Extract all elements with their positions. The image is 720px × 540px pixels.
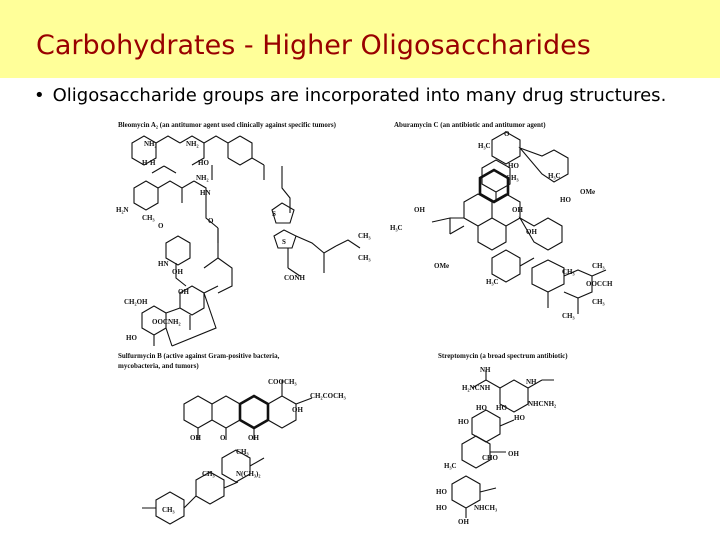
label: O [158, 222, 164, 230]
label: NH [480, 366, 491, 374]
label: H [150, 159, 156, 167]
label: N(CH₃)₂ [236, 470, 260, 478]
caption-sulfurmycin-2: mycobacteria, and tumors) [118, 362, 199, 370]
label: H₃C [478, 142, 491, 150]
label: OH [526, 228, 537, 236]
label: HO [436, 488, 447, 496]
label: H₂NCNH [462, 384, 491, 392]
label: CH₃ [592, 262, 605, 270]
label: OMe [580, 188, 595, 196]
label: HO [508, 162, 519, 170]
label: NH [526, 378, 537, 386]
label: CH₃ [592, 298, 605, 306]
caption-sulfurmycin-1: Sulfurmycin B (active against Gram-posit… [118, 352, 280, 360]
label: NHCH₃ [474, 504, 497, 512]
caption-aburamycin: Aburamycin C (an antibiotic and antitumo… [394, 121, 546, 129]
label: HO [560, 196, 571, 204]
label: HO [514, 414, 525, 422]
drug-structures-figure: Bleomycin A₂ (an antitumor agent used cl… [112, 118, 682, 540]
slide-title: Carbohydrates - Higher Oligosaccharides [36, 30, 591, 61]
label: CH₂OH [124, 298, 148, 306]
label: CH₃ [358, 232, 371, 240]
label: CONH [284, 274, 306, 282]
label: OOCNH₂ [152, 318, 181, 326]
label: OMe [434, 262, 449, 270]
label: S [282, 238, 286, 246]
label: OH [172, 268, 183, 276]
label: H [142, 159, 148, 167]
label: H₂N [116, 206, 129, 214]
label: HO [496, 404, 507, 412]
label: OOCCH [586, 280, 613, 288]
label: CH₃ [236, 448, 249, 456]
caption-streptomycin: Streptomycin (a broad spectrum antibioti… [438, 352, 568, 360]
label: NH₂ [196, 174, 209, 182]
label: O [220, 434, 226, 442]
label: CH₃ [142, 214, 155, 222]
label: H₃C [548, 172, 561, 180]
label: CH₃ [562, 268, 575, 276]
label: HN [200, 189, 211, 197]
label: H₃C [444, 462, 457, 470]
label: OH [508, 450, 519, 458]
label: CH₃ [162, 506, 175, 514]
label: NHCNH₂ [528, 400, 556, 408]
label: OH [248, 434, 259, 442]
label: NH₂ [144, 140, 157, 148]
label: HO [198, 159, 209, 167]
label: S [272, 210, 276, 218]
label: H₃C [390, 224, 403, 232]
aburamycin-structure [431, 131, 607, 314]
sulfurmycin-structure [142, 380, 313, 525]
label: NH₂ [186, 140, 199, 148]
label: OH [190, 434, 201, 442]
label: OH [292, 406, 303, 414]
label: HO [458, 418, 469, 426]
label: OH [178, 288, 189, 296]
label: COOCH₃ [268, 378, 297, 386]
label: HO [126, 334, 137, 342]
structures-svg: Bleomycin A₂ (an antitumor agent used cl… [116, 121, 613, 526]
streptomycin-structure [451, 370, 554, 518]
label: CH₃ [358, 254, 371, 262]
label: HO [436, 504, 447, 512]
label: OH [458, 518, 469, 526]
label: HN [158, 260, 169, 268]
label: H₃C [486, 278, 499, 286]
label: O [504, 130, 510, 138]
label: CH₃ [202, 470, 215, 478]
label: OH [414, 206, 425, 214]
title-bar [0, 0, 720, 78]
label: OH [512, 206, 523, 214]
label: CH₃ [562, 312, 575, 320]
bullet-dot-icon: • [34, 85, 45, 106]
caption-bleomycin: Bleomycin A₂ (an antitumor agent used cl… [118, 121, 337, 129]
label: CHO [482, 454, 499, 462]
bullet-text: Oligosaccharide groups are incorporated … [52, 85, 667, 106]
label: HO [476, 404, 487, 412]
bullet-item: • Oligosaccharide groups are incorporated… [34, 85, 666, 106]
label: O [208, 217, 214, 225]
bleomycin-structure [131, 135, 361, 347]
label: CH₃ [506, 174, 519, 182]
label: CH₂COCH₃ [310, 392, 346, 400]
